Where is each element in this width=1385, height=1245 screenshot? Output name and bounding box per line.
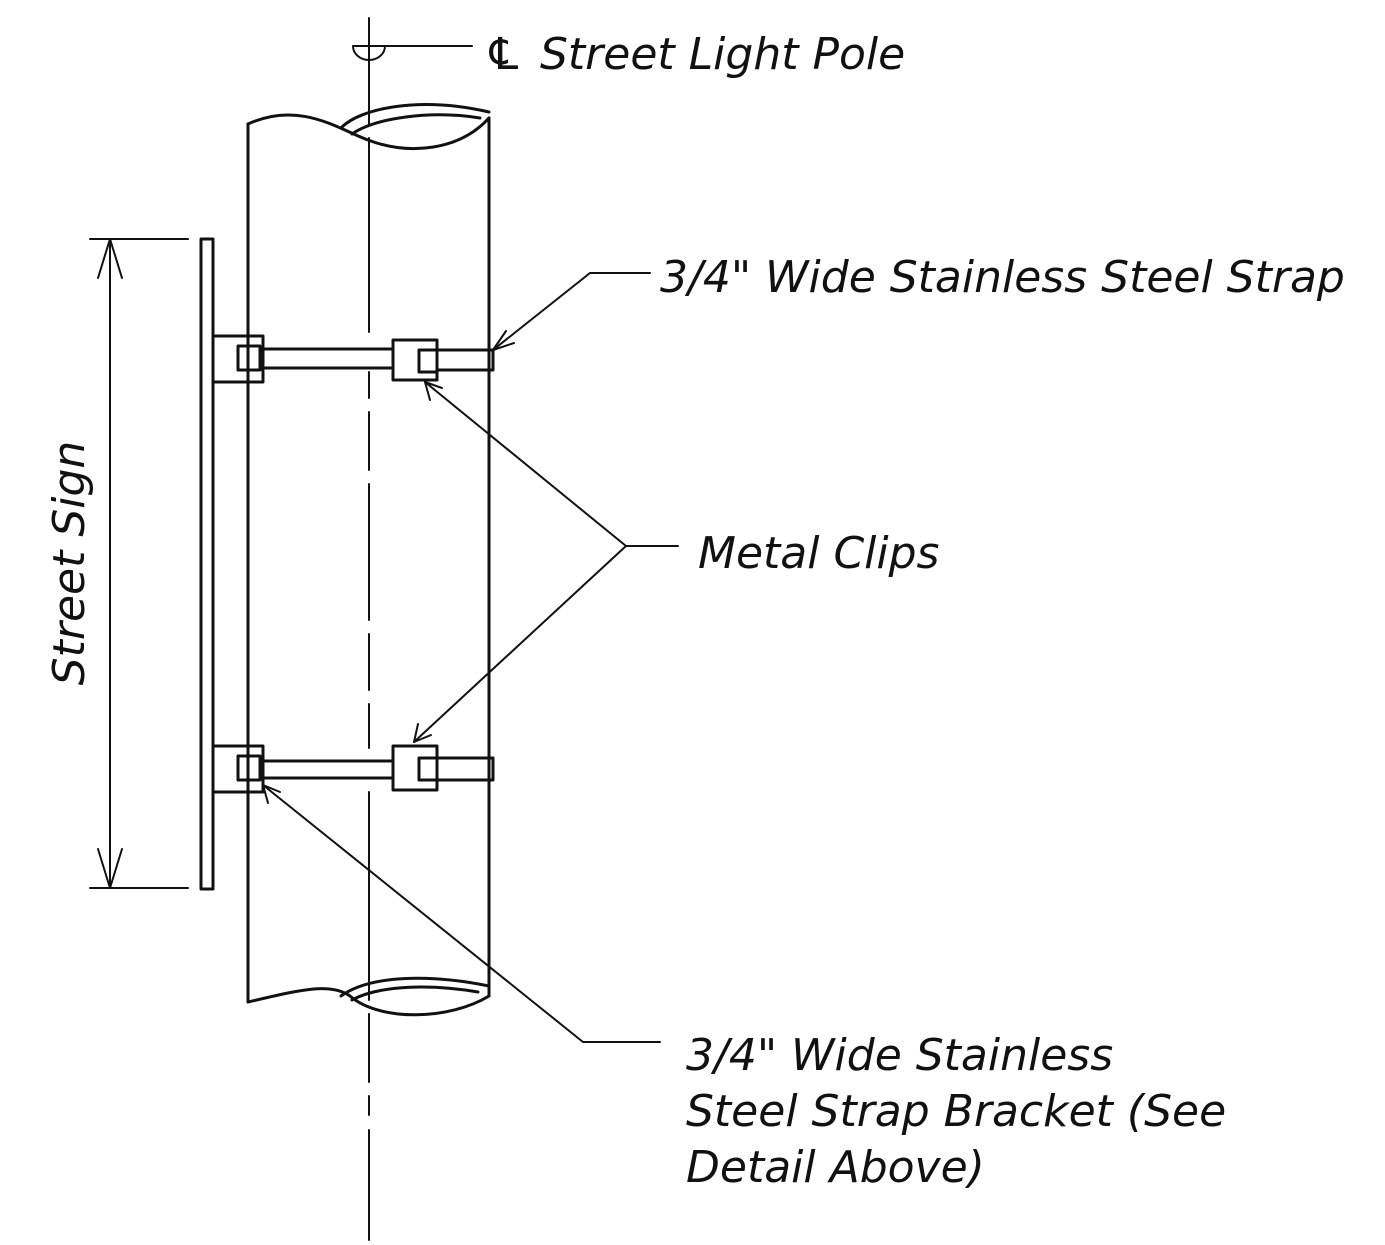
- street-sign-plate: [199, 237, 215, 891]
- upper-strap-assembly: [211, 334, 495, 384]
- sign-label: Street Sign: [44, 441, 95, 686]
- strap-label: 3/4" Wide Stainless Steel Strap: [660, 252, 1345, 303]
- strap-leader: [492, 272, 651, 351]
- bracket-label-line2: Steel Strap Bracket (See: [686, 1086, 1226, 1137]
- lower-strap-assembly: [211, 744, 495, 794]
- bracket-leader: [262, 784, 661, 1043]
- centerline-symbol: ℄: [484, 29, 523, 80]
- bracket-label-line3: Detail Above): [686, 1142, 985, 1193]
- clips-leader: [413, 381, 679, 743]
- centerline-marker: [352, 45, 473, 61]
- centerline-label: Street Light Pole: [540, 29, 905, 80]
- clips-label: Metal Clips: [698, 528, 939, 579]
- bracket-label-line1: 3/4" Wide Stainless: [686, 1030, 1113, 1081]
- pole-body: [246, 103, 491, 1017]
- sign-dimension: [89, 238, 189, 889]
